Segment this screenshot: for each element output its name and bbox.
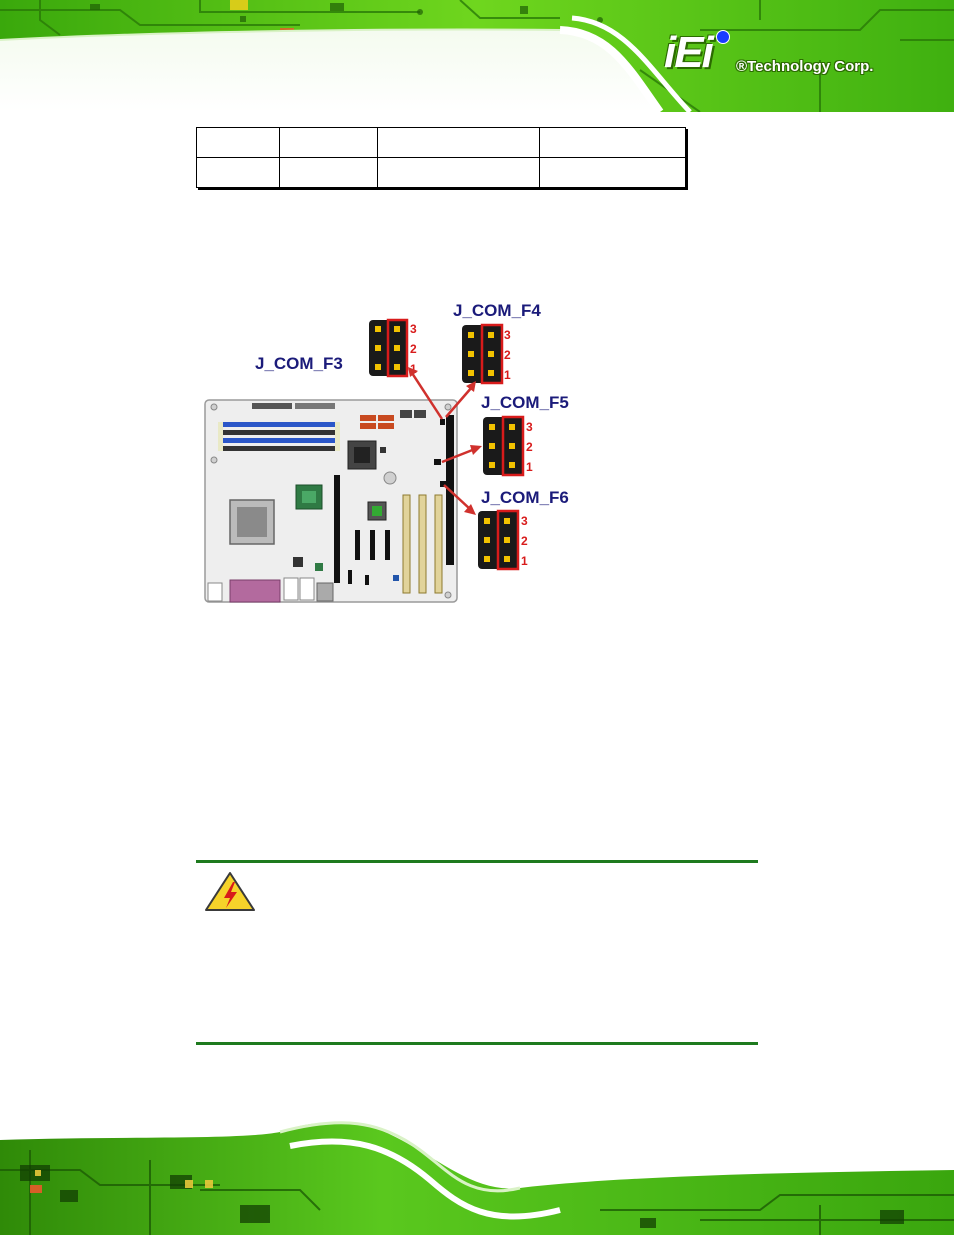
table-cell [539,127,686,158]
connector-label: J_COM_F3 [255,354,343,373]
pin-number: 1 [504,368,511,382]
pin-number: 3 [410,322,417,336]
logo-dot-icon [716,30,730,44]
table-row [196,127,686,158]
table-cell [377,157,540,188]
pin-number: 3 [521,514,528,528]
pin-number: 2 [526,440,533,454]
warning-bottom-rule [196,1042,758,1045]
circuit-board-footer-graphic [0,1110,954,1235]
location-marker [440,419,445,425]
location-marker [440,481,446,487]
pin-number: 1 [521,554,528,568]
connector-location-figure: 3 2 1 3 2 1 3 2 [200,295,600,610]
pinout-table [196,127,686,188]
circuit-board-header-graphic [0,0,954,112]
table-cell [279,157,378,188]
pin-number: 1 [410,362,417,376]
connector-label: J_COM_F6 [481,488,569,507]
logo-mark: iEi [664,28,714,77]
table-row [196,157,686,188]
connector-j-com-f6: 3 2 1 [478,509,528,571]
pin-number: 2 [410,342,417,356]
connector-label: J_COM_F4 [453,301,541,320]
table-cell [196,127,280,158]
motherboard-diagram: 3 2 1 3 2 1 3 2 [204,318,533,603]
table-cell [377,127,540,158]
location-marker [434,459,441,465]
connector-label: J_COM_F5 [481,393,569,412]
connector-j-com-f3: 3 2 1 [369,318,417,378]
table-cell [279,127,378,158]
pointer-arrows [408,367,482,515]
warning-top-rule [196,860,758,863]
logo-text: ®Technology Corp. [736,58,874,75]
pin-number: 3 [526,420,533,434]
pin-number: 1 [526,460,533,474]
company-logo: iEi ®Technology Corp. [664,28,914,84]
pin-number: 3 [504,328,511,342]
pin-number: 2 [521,534,528,548]
connector-j-com-f4: 3 2 1 [462,323,511,385]
pin-number: 2 [504,348,511,362]
motherboard-illustration [204,399,458,603]
warning-triangle-icon [204,870,256,914]
connector-j-com-f5: 3 2 1 [483,415,533,477]
table-cell [539,157,686,188]
header-banner: iEi ®Technology Corp. [0,0,954,112]
footer-banner [0,1110,954,1235]
table-cell [196,157,280,188]
